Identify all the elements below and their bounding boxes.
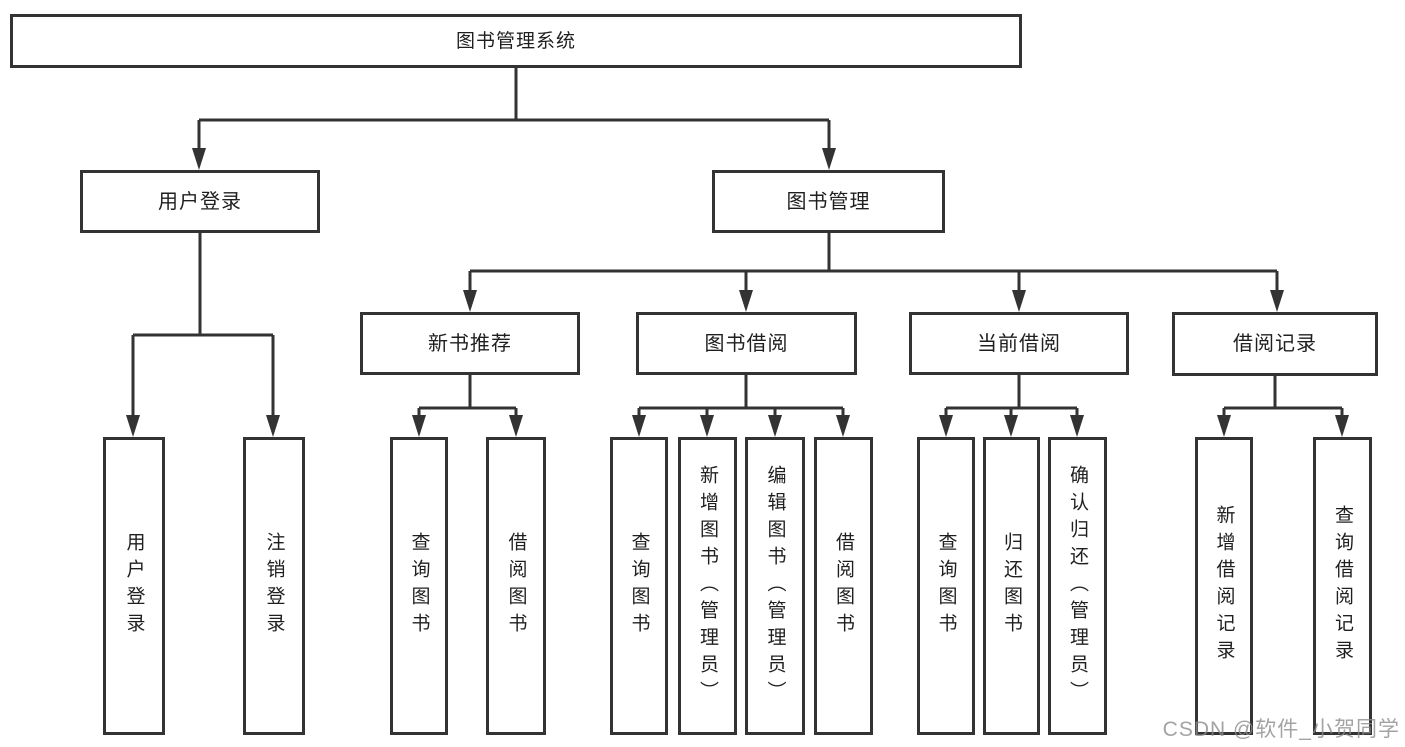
- arrowhead: [836, 415, 850, 437]
- node-new-book-recommend: 新书推荐: [360, 312, 580, 375]
- arrowhead: [739, 290, 753, 312]
- node-label: 用户登录: [158, 190, 242, 213]
- leaf-edit-books-admin: 编辑图书（管理员）: [745, 437, 805, 735]
- leaf-label: 注销登录: [263, 532, 285, 640]
- node-label: 图书管理系统: [455, 30, 576, 52]
- arrowhead: [768, 415, 782, 437]
- leaf-label: 确认归还（管理员）: [1067, 464, 1088, 708]
- arrowhead: [1270, 290, 1284, 312]
- node-label: 图书借阅: [704, 332, 789, 355]
- arrowhead: [192, 148, 206, 170]
- csdn-watermark: CSDN @软件_小贺同学: [1162, 718, 1400, 741]
- arrowhead: [266, 415, 280, 437]
- arrowhead: [463, 290, 477, 312]
- arrowhead: [1217, 415, 1231, 437]
- node-label: 新书推荐: [428, 332, 512, 355]
- leaf-borrow-books-recommend: 借阅图书: [486, 437, 546, 735]
- leaf-label: 用户登录: [123, 532, 145, 640]
- leaf-label: 借阅图书: [505, 532, 527, 640]
- leaf-add-books-admin: 新增图书（管理员）: [678, 437, 737, 735]
- arrowhead: [1004, 415, 1018, 437]
- leaf-label: 查询图书: [408, 532, 430, 640]
- arrowhead: [700, 415, 714, 437]
- node-label: 当前借阅: [977, 332, 1061, 355]
- node-book-management: 图书管理: [712, 170, 945, 233]
- node-user-login: 用户登录: [80, 170, 320, 233]
- leaf-query-books-borrow: 查询图书: [610, 437, 668, 735]
- leaf-label: 新增借阅记录: [1213, 505, 1235, 667]
- node-borrow-records: 借阅记录: [1172, 312, 1378, 376]
- arrowhead: [126, 415, 140, 437]
- leaf-query-borrow-record: 查询借阅记录: [1313, 437, 1372, 735]
- leaf-query-books-recommend: 查询图书: [390, 437, 448, 735]
- arrowhead: [632, 415, 646, 437]
- arrowhead: [939, 415, 953, 437]
- leaf-confirm-return-admin: 确认归还（管理员）: [1048, 437, 1107, 735]
- arrowhead: [1335, 415, 1349, 437]
- node-current-borrow: 当前借阅: [909, 312, 1129, 375]
- arrowhead: [412, 415, 426, 437]
- leaf-label: 查询借阅记录: [1332, 505, 1353, 667]
- leaf-return-books: 归还图书: [983, 437, 1040, 735]
- node-library-system: 图书管理系统: [10, 14, 1022, 68]
- node-label: 借阅记录: [1233, 333, 1317, 355]
- arrowhead: [1012, 290, 1026, 312]
- node-book-borrow: 图书借阅: [636, 312, 857, 375]
- leaf-borrow-books: 借阅图书: [814, 437, 873, 735]
- arrowhead: [822, 148, 836, 170]
- leaf-label: 借阅图书: [833, 532, 854, 640]
- leaf-logout: 注销登录: [243, 437, 305, 735]
- leaf-query-books-current: 查询图书: [917, 437, 975, 735]
- node-label: 图书管理: [786, 190, 871, 213]
- arrowhead: [509, 415, 523, 437]
- arrowhead: [1070, 415, 1084, 437]
- leaf-add-borrow-record: 新增借阅记录: [1195, 437, 1253, 735]
- leaf-label: 编辑图书（管理员）: [764, 464, 786, 708]
- leaf-user-login: 用户登录: [103, 437, 165, 735]
- leaf-label: 查询图书: [628, 532, 650, 640]
- leaf-label: 新增图书（管理员）: [697, 464, 718, 708]
- leaf-label: 查询图书: [935, 532, 957, 640]
- leaf-label: 归还图书: [1001, 532, 1022, 640]
